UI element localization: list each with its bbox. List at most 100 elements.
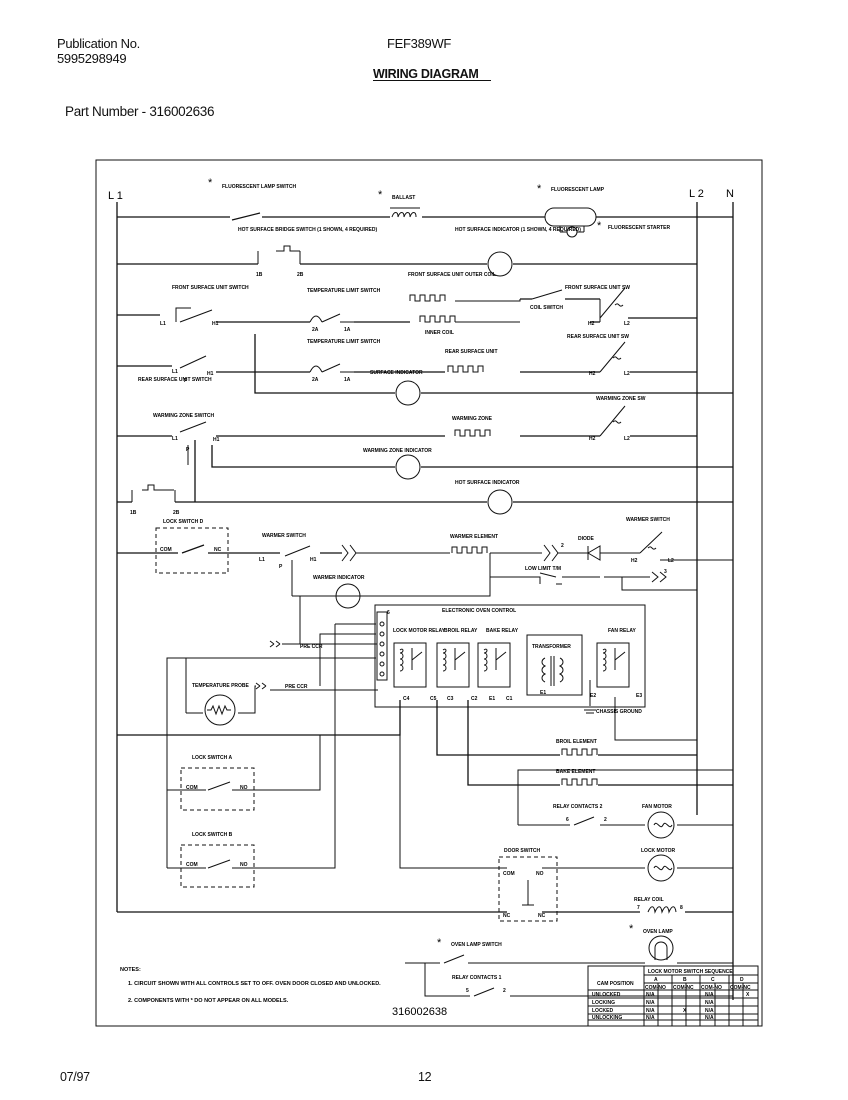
transformer-box [526,634,583,696]
warmer-switch-right-label: WARMER SWITCH [626,517,670,523]
notes-heading: NOTES: [120,967,141,973]
lock-row-1-c: N/A [705,1000,714,1006]
part-number: Part Number - 316002636 [65,104,215,119]
warmer-switch-label: WARMER SWITCH [262,533,306,539]
front-l1-terminal: L1 [160,321,166,327]
low-limit-label: LOW LIMIT T/M [525,566,561,572]
wz-h2-terminal: H2 [589,436,596,442]
lock-row-3-state: UNLOCKING [592,1015,622,1021]
front-surface-unit-sw [599,287,626,322]
lock-table-col-c: C [711,977,715,983]
warming-zone-switch [179,421,207,465]
fluorescent-starter-symbol [566,226,578,238]
warmer-row-wire [117,544,342,554]
tls1-2a: 2A [312,327,319,333]
rear-surface-unit-symbol [447,365,484,373]
inner-coil-symbol [419,315,456,323]
broil-element-label: BROIL ELEMENT [556,739,597,745]
rear-surface-unit-switch-label: REAR SURFACE UNIT SWITCH [138,377,212,383]
l1-rail-label: L 1 [108,190,123,202]
warmer-h2-terminal: H2 [631,558,638,564]
warmer-p-terminal: P [279,564,283,570]
lock-table-cam-position: CAM POSITION [597,981,634,987]
hot-surface-bridge-switch [257,245,301,264]
broil-element-symbol [561,748,598,756]
lock-row-2-b: X [683,1008,687,1014]
lock-row-0-a: N/A [646,992,655,998]
lock-switch-a-label: LOCK SWITCH A [192,755,232,761]
warmer-indicator [335,583,361,609]
lock-row-2-c: N/A [705,1008,714,1014]
wz-p-terminal: P [186,447,190,453]
lock-table-title: LOCK MOTOR SWITCH SEQUENCE [648,969,733,975]
lock-table-col-d: D [740,977,744,983]
terminal-e1-b: E1 [540,690,546,696]
lock-switch-b-box [180,844,255,888]
oven-lamp-switch-label: OVEN LAMP SWITCH [451,942,502,948]
rear-surface-unit-label: REAR SURFACE UNIT [445,349,498,355]
temperature-limit-switch-2-label: TEMPERATURE LIMIT SWITCH [307,339,381,345]
publication-label: Publication No. [57,36,140,51]
ballast-label: BALLAST [392,195,415,201]
chassis-ground-label: CHASSIS GROUND [596,709,642,715]
lock-table-sub-3: COM-NO [701,985,722,991]
footer-date: 07/97 [60,1070,90,1084]
wz-l2-terminal: L2 [624,436,630,442]
lock-switch-d-label: LOCK SWITCH D [163,519,204,525]
lock-row-0-c: N/A [705,992,714,998]
bake-relay-label: BAKE RELAY [486,628,519,634]
lsb-no-terminal: NO [240,862,248,868]
hot-surface-indicator-top-label: HOT SURFACE INDICATOR (1 SHOWN, 4 REQUIR… [455,227,581,233]
diode-symbol [587,545,640,561]
lsb-com-terminal: COM [186,862,198,868]
temperature-probe [204,694,236,726]
warmer-h1-terminal: H1 [310,557,317,563]
diagram-frame [95,159,763,1027]
temperature-limit-switch-1 [309,313,354,323]
bake-element-symbol [561,778,598,786]
hot-surface-indicator [487,489,513,515]
rear-p-terminal: P [184,378,188,384]
front-surface-unit-sw-label: FRONT SURFACE UNIT SW [565,285,630,291]
ds-no-terminal: NO [536,871,544,877]
drawing-number: 316002638 [392,1006,447,1018]
surface-indicator-label: SURFACE INDICATOR [370,370,423,376]
warmer-element-symbol [451,546,488,554]
rear-l1-terminal: L1 [172,369,178,375]
lock-table-col-a: A [654,977,658,983]
lock-table-col-b: B [683,977,687,983]
lock-row-1-state: LOCKING [592,1000,615,1006]
warmer-element-label: WARMER ELEMENT [450,534,498,540]
oven-lamp-label: OVEN LAMP [643,929,673,935]
rear-l2-terminal: L2 [624,371,630,377]
front-h2-terminal: H2 [588,321,595,327]
hot-surface-indicator-label: HOT SURFACE INDICATOR [455,480,520,486]
ballast-symbol [390,207,420,218]
warmer-l2-terminal: L2 [668,558,674,564]
electronic-oven-control-label: ELECTRONIC OVEN CONTROL [442,608,516,614]
lock-motor-switch-table: LOCK MOTOR SWITCH SEQUENCE A B C D CAM P… [587,965,759,1027]
lock-row-0-state: UNLOCKED [592,992,621,998]
hot-surface-indicator-top [487,251,513,277]
wz-h1-terminal: H1 [213,437,220,443]
front-surface-unit-switch [175,307,213,323]
pre-ccr-2-label: PRE CCR [285,684,308,690]
terminal-e1-a: E1 [489,696,495,702]
lock-row-2-state: LOCKED [592,1008,614,1014]
lock-row-3-c: N/A [705,1015,714,1021]
rear-h2-terminal: H2 [589,371,596,377]
rear-surface-wires [117,365,697,373]
note-1: 1. CIRCUIT SHOWN WITH ALL CONTROLS SET T… [128,981,381,987]
fan-motor-label: FAN MOTOR [642,804,672,810]
outer-coil-symbol [409,294,446,302]
low-limit-terminal-3: 3 [664,569,667,575]
asterisk-1: * [208,177,213,189]
door-switch-label: DOOR SWITCH [504,848,540,854]
terminal-e3: E3 [636,693,642,699]
terminal-c1: C1 [506,696,513,702]
lock-motor-relay-label: LOCK MOTOR RELAY [393,628,446,634]
hot-surface-bridge-switch-label: HOT SURFACE BRIDGE SWITCH (1 SHOWN, 4 RE… [238,227,378,233]
warming-zone-indicator [395,454,421,480]
hs-2b-terminal: 2B [173,510,180,516]
